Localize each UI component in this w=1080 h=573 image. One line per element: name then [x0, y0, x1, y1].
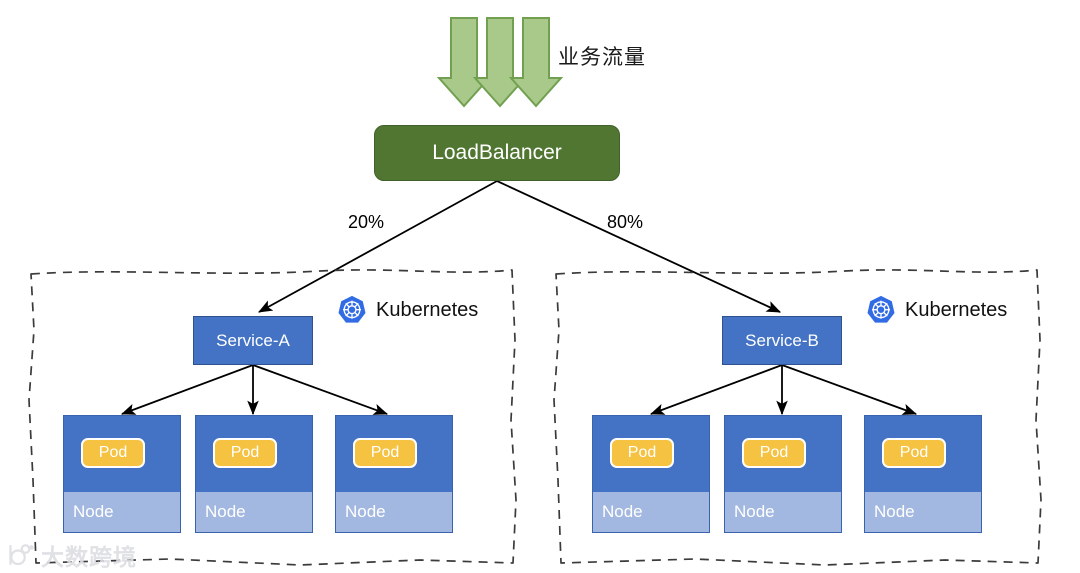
node-strip-left-2: Node: [196, 492, 312, 532]
node-box-left-3[interactable]: Pod Node: [335, 415, 453, 533]
pod-label-left-1: Pod: [98, 444, 128, 461]
pod-chip-right-1[interactable]: Pod: [610, 438, 674, 468]
edge-service-a-to-node-3: [252, 364, 389, 415]
split-label-left: 20%: [348, 212, 385, 232]
node-label-right-3: Node: [874, 502, 915, 521]
node-label-right-2: Node: [734, 502, 775, 521]
edge-lb-to-service-b: [496, 180, 781, 313]
node-box-right-1[interactable]: Pod Node: [592, 415, 710, 533]
kubernetes-badge-label-right: Kubernetes: [905, 298, 1008, 321]
load-balancer-node[interactable]: LoadBalancer: [374, 125, 620, 181]
kubernetes-badge-label-left: Kubernetes: [376, 298, 479, 321]
kubernetes-badge-right: Kubernetes: [866, 295, 1007, 325]
kubernetes-badge-left: Kubernetes: [337, 295, 478, 325]
traffic-label: 业务流量: [558, 46, 646, 69]
pod-chip-left-1[interactable]: Pod: [81, 438, 145, 468]
watermark-text: 大数跨境: [41, 544, 137, 570]
traffic-arrow-1: [436, 17, 492, 108]
node-strip-left-1: Node: [64, 492, 180, 532]
split-label-right: 80%: [607, 212, 644, 232]
pod-chip-left-3[interactable]: Pod: [353, 438, 417, 468]
node-box-left-2[interactable]: Pod Node: [195, 415, 313, 533]
pod-label-right-2: Pod: [759, 444, 789, 461]
traffic-arrow-2: [472, 17, 528, 108]
pod-label-left-3: Pod: [370, 444, 400, 461]
pod-label-left-2: Pod: [230, 444, 260, 461]
node-label-left-1: Node: [73, 502, 114, 521]
node-strip-right-2: Node: [725, 492, 841, 532]
service-b-label: Service-B: [745, 330, 819, 350]
kubernetes-icon: [867, 295, 895, 323]
edge-service-b-to-node-1: [649, 364, 783, 415]
node-label-left-2: Node: [205, 502, 246, 521]
pod-label-right-1: Pod: [627, 444, 657, 461]
node-strip-left-3: Node: [336, 492, 452, 532]
edge-lb-to-service-a: [258, 180, 498, 313]
pod-label-right-3: Pod: [899, 444, 929, 461]
node-box-left-1[interactable]: Pod Node: [63, 415, 181, 533]
kubernetes-icon: [338, 295, 366, 323]
pod-chip-left-2[interactable]: Pod: [213, 438, 277, 468]
service-node-a[interactable]: Service-A: [193, 316, 313, 365]
watermark-logo-icon: [9, 544, 34, 566]
edge-service-a-to-node-1: [120, 364, 254, 415]
pod-chip-right-3[interactable]: Pod: [882, 438, 946, 468]
node-box-right-2[interactable]: Pod Node: [724, 415, 842, 533]
service-a-label: Service-A: [216, 330, 290, 350]
traffic-arrow-3: [508, 17, 564, 108]
node-label-right-1: Node: [602, 502, 643, 521]
edge-service-b-to-node-3: [781, 364, 918, 415]
service-node-b[interactable]: Service-B: [722, 316, 842, 365]
node-label-left-3: Node: [345, 502, 386, 521]
node-strip-right-3: Node: [865, 492, 981, 532]
load-balancer-label: LoadBalancer: [432, 141, 562, 164]
pod-chip-right-2[interactable]: Pod: [742, 438, 806, 468]
traffic-arrows: [436, 17, 564, 108]
node-box-right-3[interactable]: Pod Node: [864, 415, 982, 533]
watermark: 大数跨境: [6, 538, 137, 572]
node-strip-right-1: Node: [593, 492, 709, 532]
